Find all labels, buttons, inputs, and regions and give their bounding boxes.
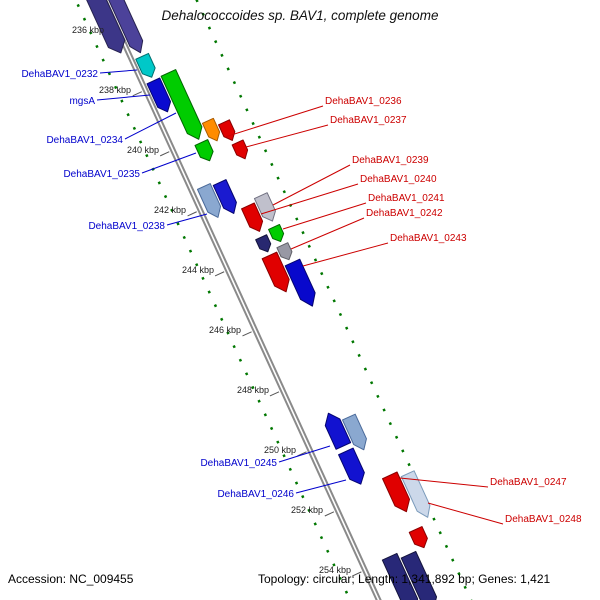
gene-arrow-DehaBAV1_0238-alt[interactable] — [196, 183, 224, 221]
status-accession: Accession: NC_009455 — [8, 572, 134, 586]
leader-DehaBAV1_0232 — [99, 69, 138, 74]
leader-DehaBAV1_0239 — [272, 164, 351, 206]
gene-arrow-DehaBAV1_0236[interactable] — [218, 119, 238, 143]
gene-label-DehaBAV1_0243[interactable]: DehaBAV1_0243 — [390, 233, 467, 244]
tick-mark — [269, 391, 280, 397]
tick-label-250: 250 kbp — [264, 445, 296, 455]
genome-axis-line — [86, 0, 401, 600]
leader-DehaBAV1_0235 — [141, 152, 197, 174]
tick-label-252: 252 kbp — [291, 505, 323, 515]
gene-label-DehaBAV1_0239[interactable]: DehaBAV1_0239 — [352, 155, 429, 166]
gene-label-DehaBAV1_0248[interactable]: DehaBAV1_0248 — [505, 514, 582, 525]
leader-DehaBAV1_0247 — [399, 477, 489, 488]
leader-DehaBAV1_0238 — [166, 213, 208, 226]
gene-label-DehaBAV1_0234[interactable]: DehaBAV1_0234 — [46, 135, 123, 146]
gene-label-mgsA[interactable]: mgsA — [69, 96, 95, 107]
gene-arrow-mgsA[interactable] — [146, 77, 174, 115]
gene-arrow-unlabeled-i[interactable] — [400, 550, 440, 600]
gene-arrow-DehaBAV1_0248[interactable] — [400, 470, 434, 520]
leader-mgsA — [96, 94, 151, 101]
gene-label-DehaBAV1_0245[interactable]: DehaBAV1_0245 — [200, 458, 277, 469]
leader-DehaBAV1_0237 — [245, 124, 329, 148]
leader-DehaBAV1_0241 — [282, 202, 367, 230]
tick-label-246: 246 kbp — [209, 325, 241, 335]
gene-arrow-DehaBAV1_0235[interactable] — [201, 117, 222, 143]
tick-mark — [187, 211, 197, 217]
tick-label-236: 236 kbp — [72, 25, 104, 35]
genome-axis-line — [89, 0, 404, 600]
status-summary: Topology: circular; Length: 1,341,892 bp… — [258, 572, 551, 586]
gene-arrow-unlabeled-b[interactable] — [102, 0, 147, 56]
leader-DehaBAV1_0242 — [290, 217, 365, 250]
gene-label-DehaBAV1_0247[interactable]: DehaBAV1_0247 — [490, 477, 567, 488]
gene-arrow-DehaBAV1_0232[interactable] — [135, 52, 158, 80]
gene-label-DehaBAV1_0232[interactable]: DehaBAV1_0232 — [21, 69, 98, 80]
gene-arrow-DehaBAV1_0241[interactable] — [268, 223, 287, 244]
tick-label-244: 244 kbp — [182, 265, 214, 275]
tick-label-254: 254 kbp — [319, 565, 351, 575]
gene-arrow-DehaBAV1_0243[interactable] — [284, 258, 320, 309]
gene-arrow-unlabeled-g[interactable] — [408, 526, 430, 551]
tick-label-238: 238 kbp — [99, 85, 131, 95]
gene-arrow-unlabeled-f[interactable] — [341, 413, 370, 453]
map-title: Dehalococcoides sp. BAV1, complete genom… — [162, 8, 439, 23]
gene-arrow-unlabeled-e[interactable] — [261, 251, 293, 295]
gene-arrow-DehaBAV1_0245[interactable] — [321, 410, 352, 450]
tick-label-240: 240 kbp — [127, 145, 159, 155]
gene-arrow-DehaBAV1_0238[interactable] — [212, 179, 240, 217]
gene-arrow-DehaBAV1_0242[interactable] — [276, 242, 295, 263]
gene-label-DehaBAV1_0238[interactable]: DehaBAV1_0238 — [88, 221, 165, 232]
tick-mark — [242, 331, 252, 337]
tick-mark — [132, 91, 143, 97]
gene-label-DehaBAV1_0235[interactable]: DehaBAV1_0235 — [63, 169, 140, 180]
dotted-guide-left — [64, 0, 379, 600]
gene-label-DehaBAV1_0242[interactable]: DehaBAV1_0242 — [366, 208, 443, 219]
tick-mark — [352, 571, 362, 577]
tick-label-242: 242 kbp — [154, 205, 186, 215]
leader-DehaBAV1_0240 — [260, 183, 359, 215]
gene-label-DehaBAV1_0240[interactable]: DehaBAV1_0240 — [360, 174, 437, 185]
gene-label-DehaBAV1_0241[interactable]: DehaBAV1_0241 — [368, 193, 445, 204]
gene-arrow-unlabeled-d[interactable] — [255, 234, 274, 255]
leader-DehaBAV1_0248 — [427, 502, 504, 525]
gene-label-DehaBAV1_0237[interactable]: DehaBAV1_0237 — [330, 115, 407, 126]
tick-mark — [324, 511, 335, 517]
gene-arrow-unlabeled-h[interactable] — [381, 552, 421, 600]
gene-label-DehaBAV1_0246[interactable]: DehaBAV1_0246 — [217, 489, 294, 500]
gene-arrow-DehaBAV1_0247[interactable] — [381, 471, 413, 515]
tick-mark — [214, 271, 225, 277]
gene-arrow-DehaBAV1_0237[interactable] — [231, 139, 250, 161]
leader-DehaBAV1_0245 — [278, 445, 331, 463]
leader-DehaBAV1_0246 — [295, 479, 347, 494]
gene-label-DehaBAV1_0236[interactable]: DehaBAV1_0236 — [325, 96, 402, 107]
leader-DehaBAV1_0234 — [124, 112, 177, 140]
gene-arrow-unlabeled-a[interactable] — [84, 0, 129, 57]
tick-mark — [159, 151, 170, 157]
leader-DehaBAV1_0243 — [302, 242, 389, 267]
dotted-guide-right — [164, 0, 479, 600]
gene-arrow-DehaBAV1_0240[interactable] — [241, 202, 266, 234]
gene-arrow-unlabeled-c[interactable] — [194, 139, 216, 164]
gene-arrow-DehaBAV1_0234[interactable] — [160, 69, 206, 143]
leader-DehaBAV1_0236 — [224, 105, 324, 138]
gene-arrow-DehaBAV1_0246[interactable] — [338, 447, 369, 487]
tick-label-248: 248 kbp — [237, 385, 269, 395]
